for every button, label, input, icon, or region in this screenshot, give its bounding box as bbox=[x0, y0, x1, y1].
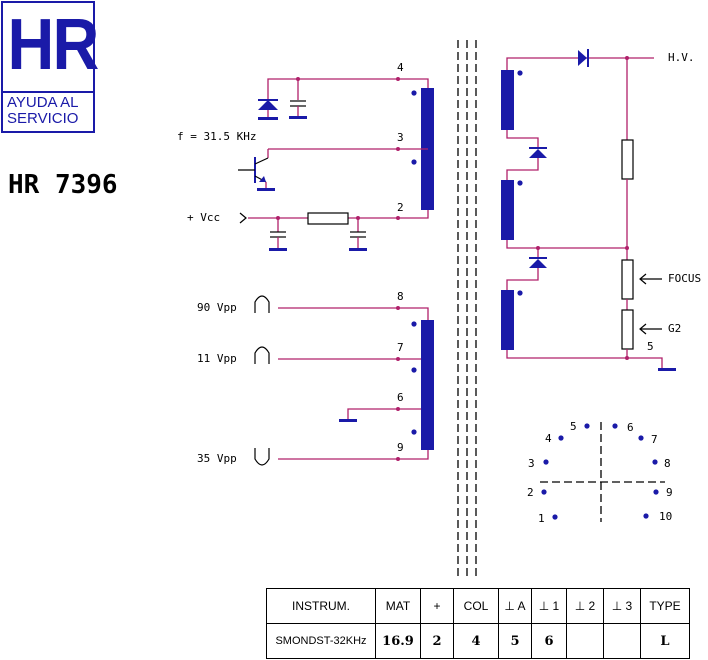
resistor-icon bbox=[307, 212, 349, 225]
g2-arrow-icon bbox=[639, 323, 662, 335]
table-cell: 16.9 bbox=[375, 623, 421, 659]
pulse-90vpp-icon bbox=[254, 295, 270, 313]
table-header: INSTRUM. bbox=[266, 588, 376, 624]
pin-label-6: 6 bbox=[397, 391, 404, 404]
table-cell: SMONDST-32KHz bbox=[266, 623, 376, 659]
rectifier-diode-2-icon bbox=[529, 257, 547, 268]
table-cell: 2 bbox=[420, 623, 454, 659]
spec-table: INSTRUM. MAT + COL ⊥ A ⊥ 1 ⊥ 2 ⊥ 3 TYPE … bbox=[266, 588, 690, 659]
focus-label: FOCUS bbox=[668, 272, 701, 285]
vpp90-label: 90 Vpp bbox=[197, 301, 237, 314]
table-cell: 4 bbox=[453, 623, 499, 659]
base-pin-8: 8 bbox=[664, 457, 671, 470]
hr-logo: HR AYUDA AL SERVICIO bbox=[1, 1, 100, 133]
secondary-windings bbox=[501, 56, 676, 371]
table-header: COL bbox=[453, 588, 499, 624]
table-header: ⊥ 1 bbox=[531, 588, 567, 624]
pin-label-7: 7 bbox=[397, 341, 404, 354]
vcc-label: + Vcc bbox=[187, 211, 220, 224]
pin-label-8: 8 bbox=[397, 290, 404, 303]
base-pin-10: 10 bbox=[659, 510, 672, 523]
hv-diode-icon bbox=[578, 49, 589, 67]
model-title: HR 7396 bbox=[8, 170, 118, 200]
table-cell: 5 bbox=[498, 623, 532, 659]
base-pin-6: 6 bbox=[627, 421, 634, 434]
base-pinout-diagram bbox=[540, 422, 665, 522]
table-cell bbox=[566, 623, 604, 659]
table-header: + bbox=[420, 588, 454, 624]
pulse-35vpp-icon bbox=[254, 448, 270, 466]
table-header: ⊥ A bbox=[498, 588, 532, 624]
pin-label-2: 2 bbox=[397, 201, 404, 214]
pin-label-5: 5 bbox=[647, 340, 654, 353]
transistor-icon bbox=[238, 149, 275, 191]
vpp35-label: 35 Vpp bbox=[197, 452, 237, 465]
base-pin-4: 4 bbox=[545, 432, 552, 445]
filter-capacitor-left-icon bbox=[269, 218, 287, 251]
transformer-core bbox=[457, 40, 477, 580]
base-pin-9: 9 bbox=[666, 486, 673, 499]
pin-label-4: 4 bbox=[397, 61, 404, 74]
pin-label-9: 9 bbox=[397, 441, 404, 454]
base-pin-5: 5 bbox=[570, 420, 577, 433]
pulse-11vpp-icon bbox=[254, 346, 270, 364]
focus-divider-network bbox=[621, 58, 634, 358]
vpp11-label: 11 Vpp bbox=[197, 352, 237, 365]
auxiliary-winding bbox=[278, 306, 434, 461]
base-pin-7: 7 bbox=[651, 433, 658, 446]
table-header: ⊥ 3 bbox=[603, 588, 641, 624]
focus-arrow-icon bbox=[639, 273, 662, 285]
g2-label: G2 bbox=[668, 322, 681, 335]
hv-label: H.V. bbox=[668, 51, 695, 64]
base-pin-1: 1 bbox=[538, 512, 545, 525]
base-pin-2: 2 bbox=[527, 486, 534, 499]
table-cell bbox=[603, 623, 641, 659]
logo-subtitle: AYUDA AL SERVICIO bbox=[7, 94, 79, 127]
table-header-row: INSTRUM. MAT + COL ⊥ A ⊥ 1 ⊥ 2 ⊥ 3 TYPE bbox=[266, 588, 690, 624]
table-header: TYPE bbox=[640, 588, 690, 624]
table-header: ⊥ 2 bbox=[566, 588, 604, 624]
primary-winding bbox=[248, 77, 434, 220]
table-cell: 6 bbox=[531, 623, 567, 659]
logo-divider bbox=[3, 91, 93, 93]
table-header: MAT bbox=[375, 588, 421, 624]
damper-diode-icon bbox=[258, 99, 278, 120]
logo-mark: HR bbox=[7, 5, 100, 85]
table-row: SMONDST-32KHz 16.9 2 4 5 6 L bbox=[266, 623, 690, 659]
frequency-label: f = 31.5 KHz bbox=[177, 130, 256, 143]
pin-label-3: 3 bbox=[397, 131, 404, 144]
capacitor-icon bbox=[289, 100, 307, 119]
vcc-input-icon bbox=[239, 212, 247, 224]
filter-capacitor-right-icon bbox=[349, 218, 367, 251]
table-cell: L bbox=[640, 623, 690, 659]
rectifier-diode-1-icon bbox=[529, 147, 547, 158]
base-pin-3: 3 bbox=[528, 457, 535, 470]
